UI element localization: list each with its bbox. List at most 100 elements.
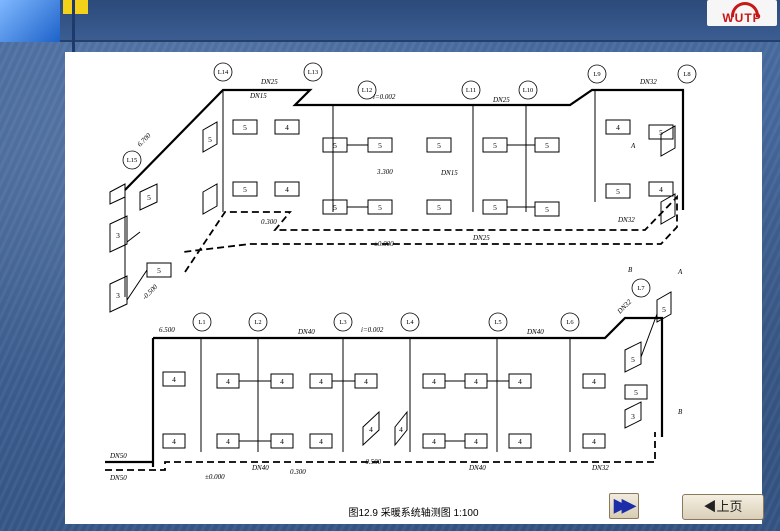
figure-caption: 图12.9 采暖系统轴测图 1:100 (348, 508, 479, 519)
radiator-label: 4 (592, 377, 596, 386)
elevation-label: ±0.000 (205, 473, 225, 481)
radiator-label: 5 (662, 305, 666, 314)
riser-label-l13: L13 (308, 69, 318, 76)
lower-left-riser (105, 338, 155, 467)
radiator-label: 4 (226, 437, 230, 446)
radiator-label: 4 (226, 377, 230, 386)
riser-label-l1: L1 (198, 319, 205, 326)
prev-page-button[interactable]: ◀上页 (682, 494, 764, 520)
radiator-label: 5 (437, 141, 441, 150)
vertical-accent-line (72, 0, 75, 52)
point-b-label: B (678, 408, 683, 416)
elevation-label: -0.500 (141, 283, 160, 302)
radiator-label: 4 (399, 425, 403, 434)
dn50-label: DN50 (109, 474, 127, 482)
riser-label-l9: L9 (593, 71, 600, 78)
lower-return-main (105, 432, 656, 471)
logo-text: WUTP (722, 11, 762, 25)
radiator-label: 5 (333, 203, 337, 212)
lower-radiator-labels: 4 4 4 4 4 4 4 4 4 4 4 4 4 4 4 4 4 4 4 5 … (172, 305, 666, 446)
radiator-label: 4 (616, 123, 620, 132)
lower-risers (200, 338, 571, 452)
elevation-label: 0.300 (290, 468, 306, 476)
dn15-label: DN15 (440, 169, 458, 177)
radiator-label: 5 (493, 141, 497, 150)
radiator-label: 5 (378, 203, 382, 212)
riser-label-l5: L5 (494, 319, 501, 326)
dn50-label: DN50 (109, 452, 127, 460)
riser-label-l12: L12 (362, 87, 372, 94)
corner-decoration (0, 0, 60, 42)
elevation-label: -0.500 (363, 458, 382, 466)
logo-arc-icon (731, 2, 759, 17)
radiator-label: 4 (474, 377, 478, 386)
dn40-label: DN40 (468, 464, 486, 472)
radiator-label: 4 (432, 377, 436, 386)
upper-connectors (126, 144, 535, 301)
elevation-label: 0.300 (261, 218, 277, 226)
radiator-label: 5 (437, 203, 441, 212)
radiator-label: 3 (116, 231, 120, 240)
next-page-button[interactable]: ▶▶ (609, 493, 639, 519)
riser-label-l15: L15 (127, 157, 137, 164)
radiator-label: 4 (172, 375, 176, 384)
dn40-label: DN40 (251, 464, 269, 472)
radiator-label: 5 (208, 135, 212, 144)
riser-label-l2: L2 (254, 319, 261, 326)
radiator-label: 4 (518, 377, 522, 386)
riser-markers (122, 62, 697, 332)
radiator-label: 4 (172, 437, 176, 446)
upper-supply-main (124, 88, 685, 210)
radiator-label: 5 (616, 187, 620, 196)
riser-label-l7: L7 (637, 285, 645, 292)
dn25-label: DN25 (492, 96, 510, 104)
slope-label: i=0.002 (373, 93, 396, 101)
dn32-label: DN32 (615, 298, 634, 317)
radiator-label: 4 (432, 437, 436, 446)
radiator-label: 5 (659, 128, 663, 137)
elevation-label: 6.500 (159, 326, 175, 334)
radiator-label: 4 (280, 377, 284, 386)
radiator-label: 4 (592, 437, 596, 446)
upper-risers (332, 90, 596, 212)
lower-supply-main (153, 316, 664, 437)
dn25-label: DN25 (472, 234, 490, 242)
radiator-label: 5 (157, 266, 161, 275)
upper-left-riser (124, 90, 224, 297)
radiator-label: 5 (333, 141, 337, 150)
radiator-label: 4 (285, 123, 289, 132)
upper-radiators (109, 119, 676, 313)
point-b-label: B (628, 266, 633, 274)
radiator-label: 4 (369, 425, 373, 434)
radiator-label: 4 (319, 377, 323, 386)
radiator-label: 5 (378, 141, 382, 150)
lower-radiators (162, 291, 672, 449)
radiator-label: 5 (634, 388, 638, 397)
radiator-label: 5 (631, 355, 635, 364)
upper-return-main (182, 194, 678, 273)
header-divider (0, 40, 780, 42)
point-a-label: A (677, 268, 683, 276)
yellow-accent (63, 0, 88, 14)
dn25-label: DN25 (260, 78, 278, 86)
riser-label-l6: L6 (566, 319, 574, 326)
dn32-label: DN32 (617, 216, 635, 224)
radiator-label: 4 (285, 185, 289, 194)
diagram-panel: L14 L13 L12 L11 L10 L9 L8 L15 L1 L2 L3 L… (65, 52, 762, 524)
riser-label-l4: L4 (406, 319, 414, 326)
slide-header-bar (0, 0, 780, 40)
dn32-label: DN32 (639, 78, 657, 86)
upper-radiator-labels: 5 4 5 5 5 5 5 4 5 5 4 5 5 5 5 5 5 4 5 5 … (116, 123, 663, 300)
dn40-label: DN40 (297, 328, 315, 336)
publisher-logo: WUTP (707, 0, 777, 26)
lower-connectors (239, 313, 658, 442)
dn32-label: DN32 (591, 464, 609, 472)
elevation-label: 3.300 (376, 168, 393, 176)
radiator-label: 5 (243, 123, 247, 132)
slope-label: i=0.002 (361, 326, 384, 334)
radiator-label: 5 (243, 185, 247, 194)
elevation-label: 6.700 (136, 131, 153, 148)
dn40-label: DN40 (526, 328, 544, 336)
dn15-label: DN15 (249, 92, 267, 100)
radiator-label: 4 (474, 437, 478, 446)
